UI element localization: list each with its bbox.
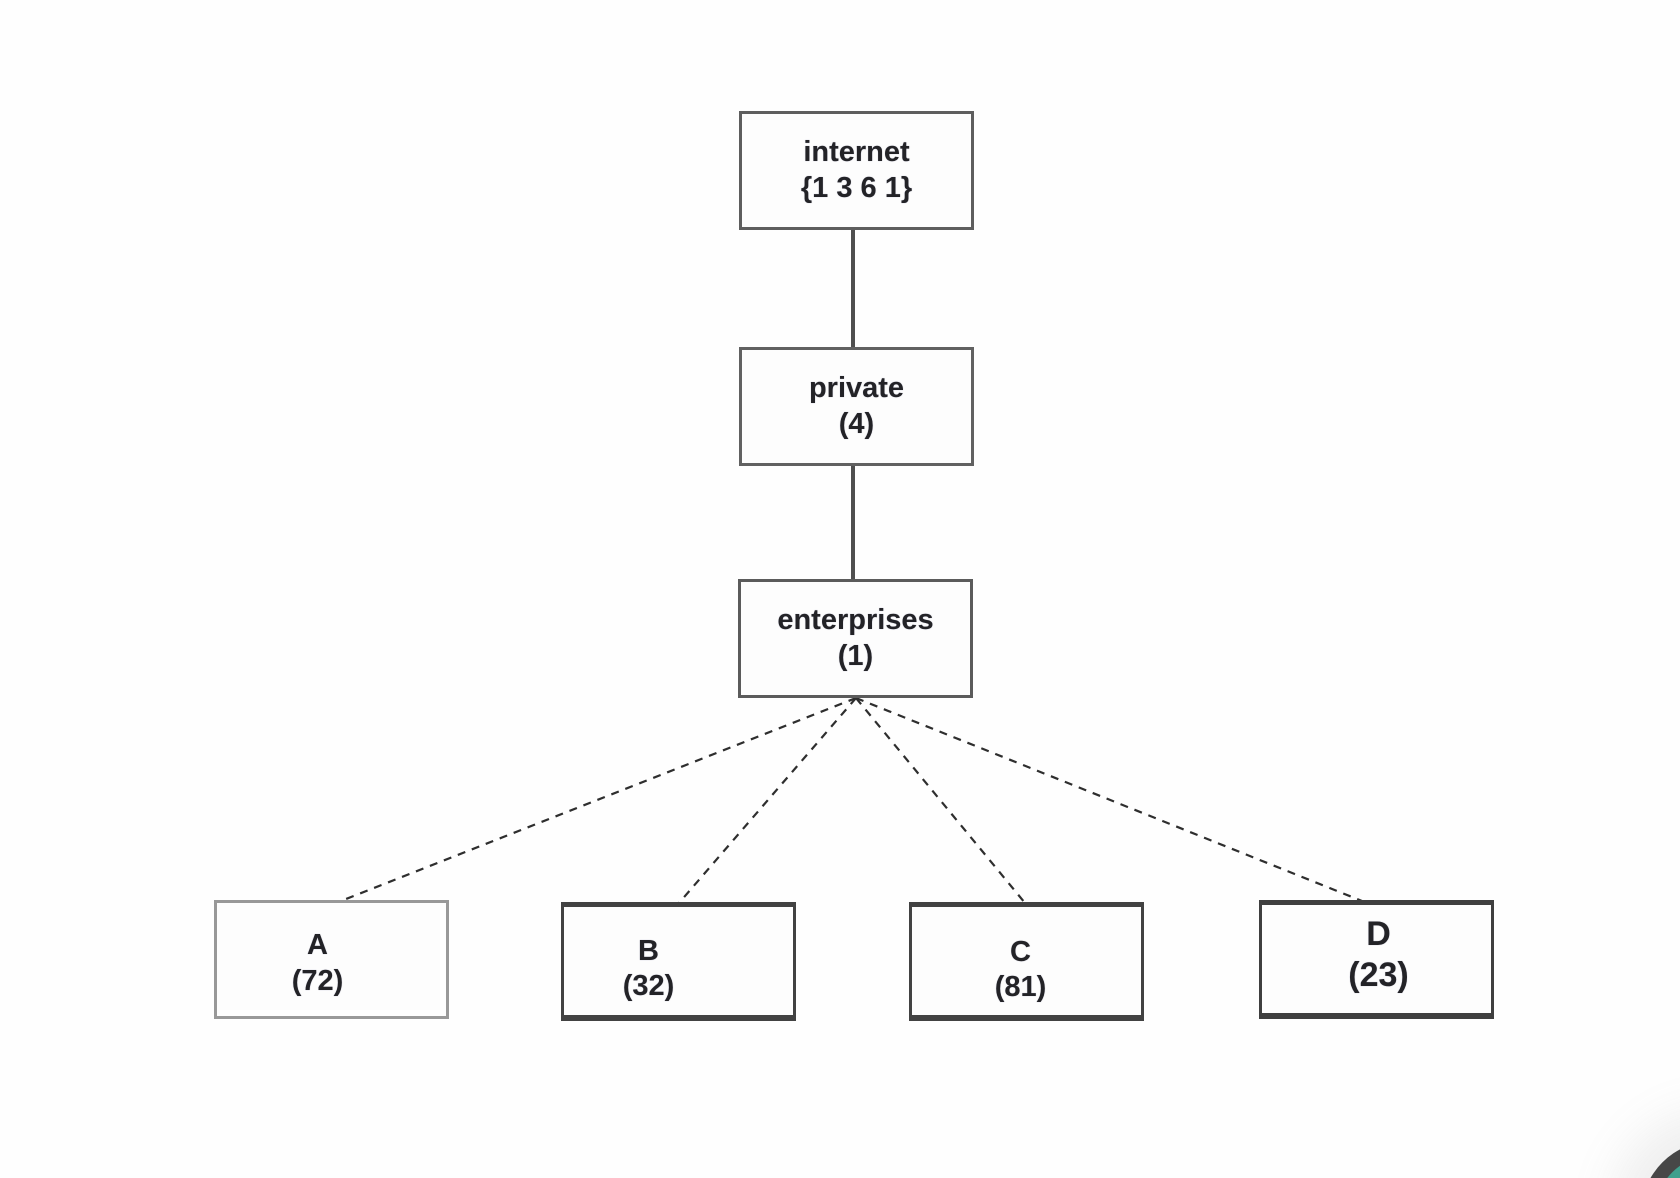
node-a-label: A xyxy=(307,929,328,962)
node-c: C (81) xyxy=(909,902,1144,1021)
node-d-label: D xyxy=(1366,914,1391,953)
node-c-sublabel: (81) xyxy=(994,971,1047,1003)
node-enterprises-text: enterprises (1) xyxy=(777,603,933,674)
node-private-sublabel: (4) xyxy=(838,407,875,440)
node-b-label: B xyxy=(638,934,659,967)
node-internet-sublabel: {1 3 6 1} xyxy=(800,171,913,204)
node-enterprises-sublabel: (1) xyxy=(837,639,874,672)
node-private-text: private (4) xyxy=(809,371,904,442)
node-c-text: C (81) xyxy=(995,935,1047,1006)
node-enterprises-label: enterprises xyxy=(777,604,934,637)
edge-enterprises-c xyxy=(855,697,1026,904)
node-enterprises: enterprises (1) xyxy=(738,579,973,698)
node-internet-text: internet {1 3 6 1} xyxy=(801,135,912,206)
edge-enterprises-d xyxy=(855,696,1363,903)
node-a-sublabel: (72) xyxy=(291,964,344,997)
node-c-label: C xyxy=(1010,935,1031,968)
node-b: B (32) xyxy=(561,902,796,1021)
node-d: D (23) xyxy=(1259,900,1494,1019)
node-internet: internet {1 3 6 1} xyxy=(739,111,974,230)
edge-enterprises-a xyxy=(340,696,857,903)
node-b-text: B (32) xyxy=(623,934,675,1005)
node-a-text: A (72) xyxy=(292,928,344,999)
node-d-sublabel: (23) xyxy=(1348,956,1409,994)
corner-logo-inner-circle xyxy=(1666,1166,1680,1178)
node-d-text: D (23) xyxy=(1348,914,1408,997)
node-a: A (72) xyxy=(214,900,449,1019)
node-private: private (4) xyxy=(739,347,974,466)
edge-enterprises-b xyxy=(678,697,857,904)
node-internet-label: internet xyxy=(803,136,910,169)
node-private-label: private xyxy=(808,372,905,405)
node-b-sublabel: (32) xyxy=(622,970,675,1002)
